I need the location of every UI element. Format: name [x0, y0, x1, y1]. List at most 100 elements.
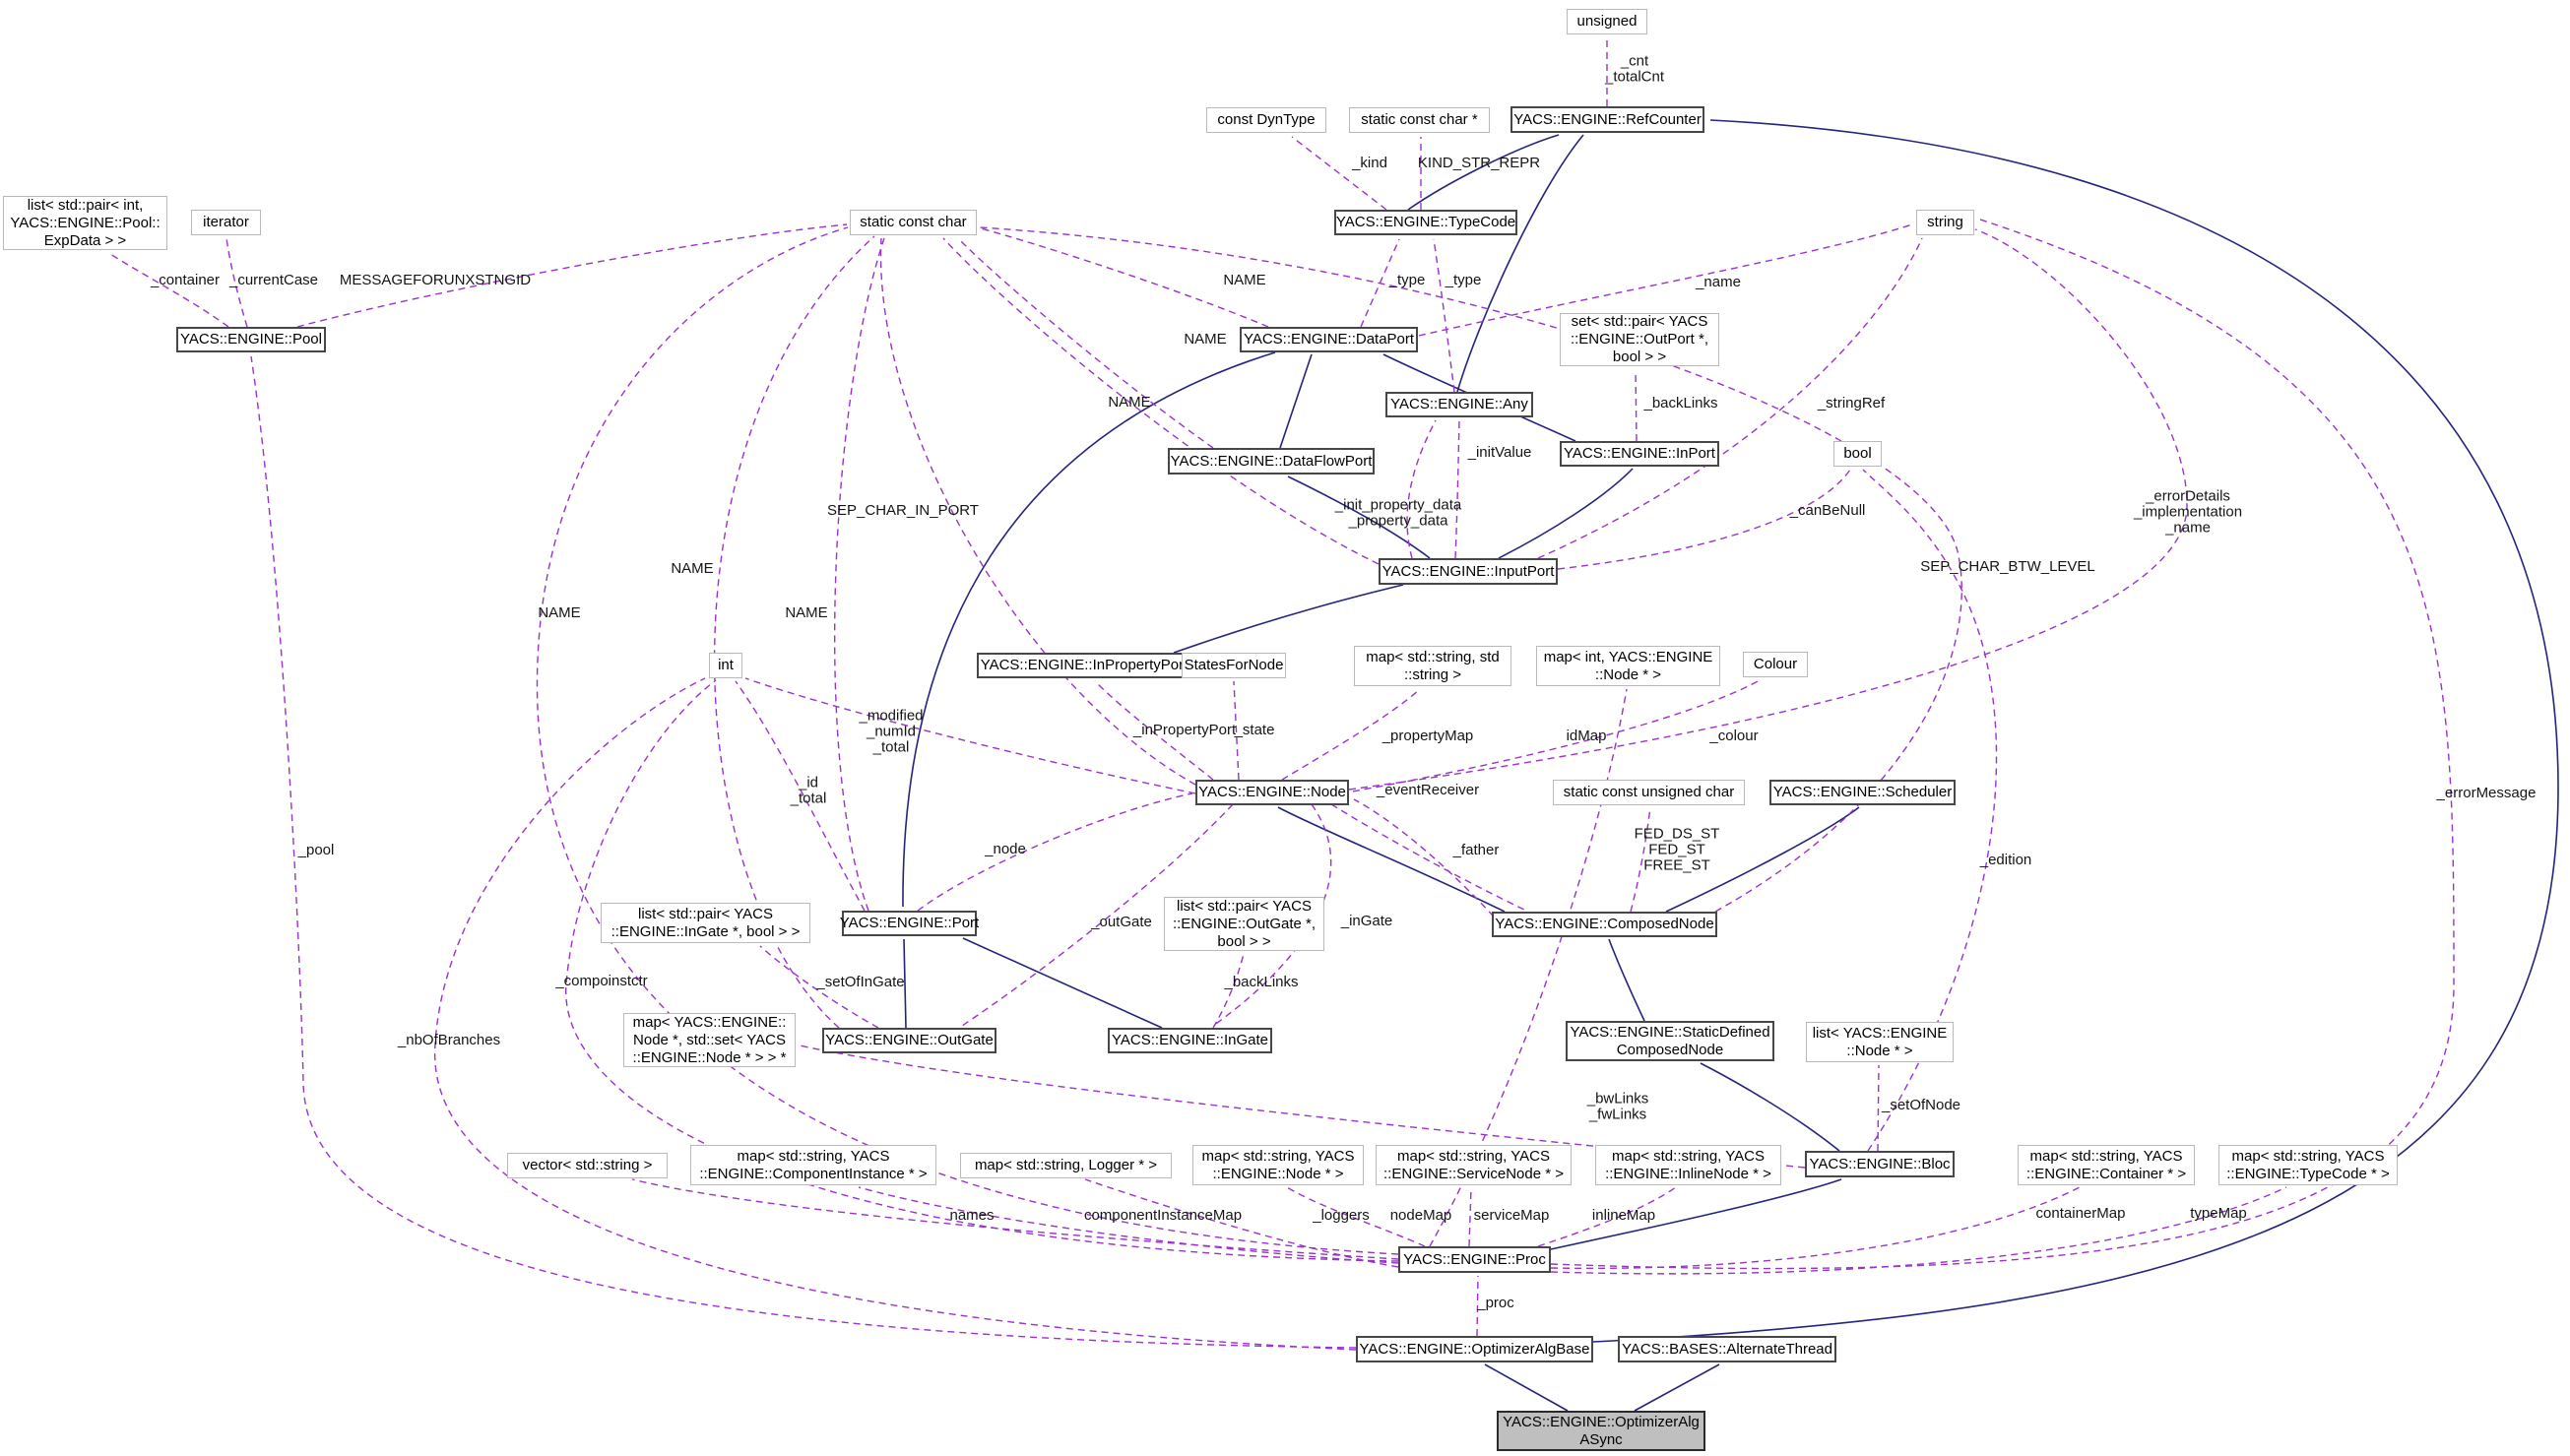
class-node-pool[interactable]: YACS::ENGINE::Pool: [176, 327, 326, 352]
class-node-inport[interactable]: YACS::ENGINE::InPort: [1560, 441, 1719, 467]
class-node-map-container: map< std::string, YACS::ENGINE::Containe…: [2018, 1145, 2195, 1185]
class-node-map-logger: map< std::string, Logger * >: [960, 1153, 1172, 1178]
inheritance-edge-optimizeralgasync--alternatethread: [1634, 1363, 1720, 1412]
class-node-optimizeralgbase[interactable]: YACS::ENGINE::OptimizerAlgBase: [1356, 1336, 1593, 1362]
class-node-label: static const char *: [1361, 111, 1478, 128]
edge-label-_colour: _colour: [1709, 728, 1759, 745]
member-edge-proc--map-typecode: [1550, 1186, 2287, 1275]
class-node-outgate[interactable]: YACS::ENGINE::OutGate: [822, 1028, 996, 1053]
class-node-label: map< std::string, std: [1366, 648, 1500, 665]
edge-label-inlinemap: inlineMap: [1591, 1207, 1656, 1225]
class-node-label: ::ENGINE::Node * > > *: [632, 1048, 787, 1066]
edge-label-_cnt-_totalcnt: _cnt_totalCnt: [1604, 52, 1665, 85]
edge-label-_propertymap: _propertyMap: [1381, 728, 1474, 745]
class-node-label: ::ENGINE::Node * >: [1212, 1165, 1344, 1182]
class-node-label: ::ENGINE::InlineNode * >: [1605, 1165, 1771, 1182]
class-node-proc[interactable]: YACS::ENGINE::Proc: [1398, 1246, 1551, 1273]
class-node-label: map< std::string, YACS: [1612, 1147, 1765, 1165]
class-node-typecode[interactable]: YACS::ENGINE::TypeCode: [1334, 210, 1517, 235]
member-edge-proc--map-container: [1550, 1186, 2081, 1270]
edge-label-kind_str_repr: KIND_STR_REPR: [1417, 155, 1541, 172]
class-node-label: YACS::ENGINE::Pool::: [10, 214, 161, 231]
class-node-label: YACS::ENGINE::RefCounter: [1513, 110, 1702, 128]
class-node-composednode[interactable]: YACS::ENGINE::ComposedNode: [1492, 912, 1717, 937]
edge-label-containermap: containerMap: [2035, 1205, 2126, 1223]
inheritance-edge-inputport--inport: [1498, 468, 1634, 559]
class-node-label: ComposedNode: [1616, 1041, 1724, 1058]
class-node-label: YACS::ENGINE::Bloc: [1809, 1155, 1951, 1172]
member-edge-proc--map-node: [1286, 1186, 1426, 1247]
member-edge-inputport--any: [1406, 419, 1437, 559]
member-edge-node--map-string-string: [1281, 688, 1421, 781]
class-node-label: YACS::ENGINE::OptimizerAlg: [1503, 1413, 1700, 1430]
class-node-label: map< YACS::ENGINE::: [632, 1013, 787, 1031]
edge-label-_canbenull: _canBeNull: [1789, 502, 1866, 520]
edge-label-typemap: typeMap: [2190, 1205, 2247, 1223]
member-edge-proc--int: [565, 679, 1399, 1262]
class-node-port[interactable]: YACS::ENGINE::Port: [840, 911, 979, 936]
member-edge-proc--vector-string: [631, 1178, 1399, 1260]
class-node-any[interactable]: YACS::ENGINE::Any: [1385, 392, 1533, 417]
member-edge-port--static-const-char: [833, 237, 885, 912]
class-node-ingate[interactable]: YACS::ENGINE::InGate: [1108, 1028, 1272, 1053]
class-node-statesfornode: StatesForNode: [1182, 653, 1286, 678]
class-node-dataflowport[interactable]: YACS::ENGINE::DataFlowPort: [1168, 448, 1375, 475]
edge-label-_eventreceiver: _eventReceiver: [1376, 782, 1480, 799]
member-edge-any--typecode: [1433, 238, 1455, 393]
edge-label-sep_char_btw_level: SEP_CHAR_BTW_LEVEL: [1920, 558, 2095, 576]
class-node-scheduler[interactable]: YACS::ENGINE::Scheduler: [1769, 780, 1956, 805]
edge-label-name: NAME: [1223, 272, 1266, 289]
class-node-alternatethread[interactable]: YACS::BASES::AlternateThread: [1618, 1336, 1836, 1362]
class-node-inpropertyport[interactable]: YACS::ENGINE::InPropertyPort: [977, 653, 1191, 678]
class-node-label: YACS::ENGINE::InputPort: [1381, 562, 1555, 580]
class-node-bloc[interactable]: YACS::ENGINE::Bloc: [1805, 1151, 1955, 1177]
class-node-static-const-char: static const char: [850, 210, 977, 235]
member-edge-node--static-const-char: [879, 237, 1196, 786]
class-node-label: YACS::ENGINE::OutGate: [825, 1032, 994, 1048]
member-edge-bloc--bool: [1862, 469, 1998, 1152]
inheritance-edge-dataport--port: [902, 351, 1276, 908]
member-edge-inputport--static-const-char: [942, 237, 1380, 565]
class-node-label: ASync: [1579, 1430, 1623, 1448]
inheritance-edge-staticdefined--composednode: [1608, 938, 1645, 1022]
class-node-label: vector< std::string >: [522, 1157, 653, 1173]
class-node-refcounter[interactable]: YACS::ENGINE::RefCounter: [1510, 106, 1704, 133]
member-edge-dataport--string: [1418, 223, 1913, 337]
class-node-node[interactable]: YACS::ENGINE::Node: [1195, 780, 1349, 805]
class-node-label: YACS::ENGINE::Any: [1390, 396, 1528, 412]
edge-label-_setofnode: _setOfNode: [1881, 1097, 1961, 1114]
member-edge-inputport--bool: [1557, 469, 1851, 570]
class-node-const-dyntype: const DynType: [1206, 107, 1326, 133]
inheritance-edge-inpropertyport--inputport: [1173, 584, 1404, 654]
member-edge-proc--map-servicenode: [1468, 1186, 1472, 1247]
class-node-map-compinst: map< std::string, YACS::ENGINE::Componen…: [690, 1145, 936, 1185]
class-node-label: ::Node * >: [1594, 665, 1662, 683]
inheritance-edge-any--refcounter: [1456, 134, 1584, 393]
class-node-list-node-ptr: list< YACS::ENGINE::Node * >: [1806, 1022, 1954, 1062]
class-node-label: map< std::string, YACS: [2029, 1147, 2183, 1165]
class-node-map-inlinenode: map< std::string, YACS::ENGINE::InlineNo…: [1595, 1145, 1781, 1185]
class-node-set-outport-bool: set< std::pair< YACS::ENGINE::OutPort *,…: [1560, 313, 1719, 366]
class-node-inputport[interactable]: YACS::ENGINE::InputPort: [1379, 558, 1558, 585]
member-edge-dataflowport--static-const-char: [957, 237, 1214, 449]
class-node-dataport[interactable]: YACS::ENGINE::DataPort: [1240, 327, 1418, 352]
class-node-label: const DynType: [1217, 111, 1316, 128]
member-edge-composednode--node: [1353, 798, 1495, 918]
member-edge-bloc--list-node-ptr: [1877, 1064, 1880, 1152]
class-node-label: YACS::ENGINE::TypeCode: [1335, 214, 1516, 230]
class-node-static-const-unsigned-char: static const unsigned char: [1553, 780, 1745, 805]
member-edge-node--composednode: [1330, 803, 1525, 911]
edge-label-_loggers: _loggers: [1313, 1207, 1370, 1225]
class-node-label: Node *, std::set< YACS: [633, 1031, 786, 1048]
edge-label-_node: _node: [985, 841, 1026, 858]
edge-label-_outgate: _outGate: [1091, 914, 1152, 931]
edge-label-_bwlinks-_fwlinks: _bwLinks_fwLinks: [1586, 1090, 1649, 1122]
inheritance-edge-composednode--scheduler: [1665, 806, 1860, 913]
edges: [109, 39, 2559, 1412]
member-edge-pool--list-pool-expdata: [109, 253, 229, 328]
edge-label-_compoinstctr: _compoinstctr: [555, 973, 648, 990]
member-edge-node--statesfornode: [1233, 680, 1240, 781]
